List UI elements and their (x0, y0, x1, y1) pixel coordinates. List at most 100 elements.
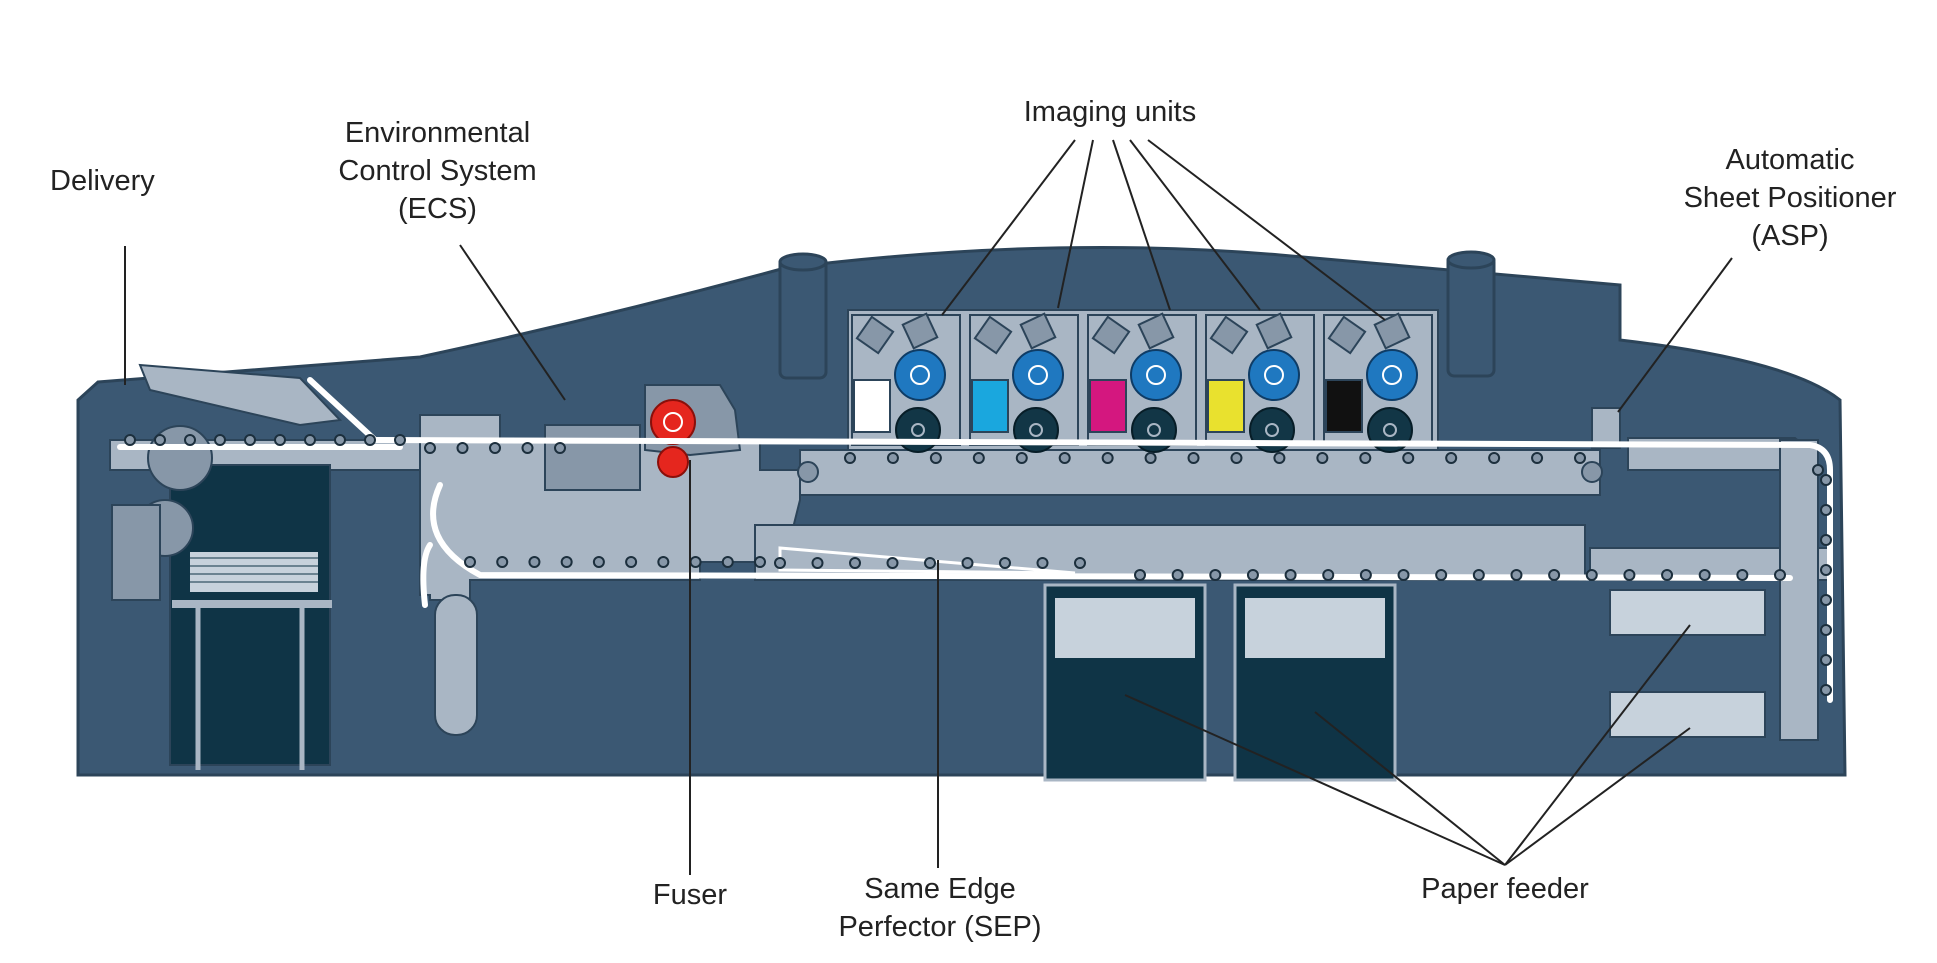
transport-roller (924, 557, 936, 569)
feeder-leader-1 (1124, 694, 1506, 866)
ecs-fuser-unit (419, 384, 801, 736)
label-asp-line-3: (ASP) (1751, 220, 1829, 252)
transport-roller (1820, 624, 1832, 636)
imaging-unit-bracket (855, 315, 895, 355)
imaging-leader-1 (941, 139, 1076, 316)
transport-roller (1574, 452, 1586, 464)
transport-roller (999, 557, 1011, 569)
transport-roller (1820, 594, 1832, 606)
transport-roller (1820, 564, 1832, 576)
toner-cartridge (971, 379, 1009, 433)
transport-roller (754, 556, 766, 568)
transport-roller (1058, 452, 1071, 464)
asp-leader (1617, 257, 1733, 413)
transport-roller (1134, 569, 1146, 581)
imaging-units (851, 312, 1433, 453)
transfer-roller-hub (1029, 423, 1043, 437)
imaging-unit-bracket (1255, 312, 1293, 350)
fuser-rollers (650, 399, 696, 478)
transport-roller (1036, 557, 1049, 569)
transport-roller (1209, 569, 1222, 581)
label-sep: Same Edge Perfector (SEP) (805, 870, 1075, 946)
transport-roller (1359, 452, 1372, 464)
label-sep-line-1: Same Edge (864, 873, 1016, 905)
transport-roller (521, 442, 534, 454)
transport-roller (184, 434, 196, 446)
imaging-unit-bracket (1019, 312, 1057, 350)
toner-cartridge (1089, 379, 1127, 433)
toner-cartridge (853, 379, 891, 433)
imaging-leader-5 (1147, 139, 1386, 321)
transport-roller (124, 434, 136, 446)
imaging-drum-hub (1028, 365, 1048, 385)
toner-cartridge (1325, 379, 1363, 433)
transport-roller (721, 556, 734, 568)
transport-roller (1402, 452, 1415, 464)
transport-roller (214, 434, 226, 446)
imaging-unit-bracket (1373, 312, 1411, 350)
label-fuser: Fuser (652, 879, 728, 911)
transport-roller (1812, 464, 1824, 476)
transport-roller (560, 556, 573, 568)
transport-roller (1820, 504, 1832, 516)
transport-roller (1435, 569, 1448, 581)
transport-roller (1101, 452, 1114, 464)
transport-roller (1273, 452, 1286, 464)
transport-roller (554, 442, 566, 454)
transport-roller (304, 434, 316, 446)
transport-roller (154, 434, 166, 446)
paper-path (117, 377, 1833, 703)
transport-roller (1585, 569, 1598, 581)
transport-roller (961, 557, 974, 569)
transport-roller (1445, 452, 1458, 464)
imaging-drum-hub (1382, 365, 1402, 385)
imaging-leader-3 (1112, 139, 1171, 311)
label-ecs-line-1: Environmental (344, 117, 531, 149)
label-asp-line-2: Sheet Positioner (1683, 182, 1897, 214)
transport-roller (811, 557, 824, 569)
transport-roller (456, 442, 469, 454)
transport-roller (844, 452, 856, 464)
transport-roller (1284, 569, 1297, 581)
transfer-roller-hub (1265, 423, 1279, 437)
imaging-drum (1366, 349, 1418, 401)
label-asp: Automatic Sheet Positioner (ASP) (1660, 141, 1920, 255)
transport-roller (528, 556, 541, 568)
imaging-drum (894, 349, 946, 401)
feeder-leader-3 (1504, 624, 1691, 866)
transport-roller (464, 556, 476, 568)
feeder-leader-4 (1504, 727, 1691, 866)
transport-roller (972, 452, 985, 464)
transfer-roller-hub (1147, 423, 1161, 437)
transport-roller (849, 557, 861, 569)
label-ecs-line-2: Control System (338, 155, 537, 187)
transport-roller (1820, 684, 1832, 696)
transport-roller (1488, 452, 1501, 464)
transport-roller (886, 557, 899, 569)
transfer-roller-hub (911, 423, 925, 437)
imaging-drum (1012, 349, 1064, 401)
transport-roller (1820, 474, 1832, 486)
transport-roller (625, 556, 638, 568)
transport-roller (1774, 569, 1786, 581)
transport-roller (496, 556, 509, 568)
transport-roller (1144, 452, 1157, 464)
transport-roller (592, 556, 605, 568)
transport-roller (1230, 452, 1243, 464)
imaging-unit-bracket (1209, 315, 1249, 355)
transport-roller (364, 434, 376, 446)
toner-cartridge (1207, 379, 1245, 433)
transport-roller (657, 556, 670, 568)
transport-roller (1316, 452, 1329, 464)
transport-roller (244, 434, 256, 446)
transport-roller (1015, 452, 1028, 464)
transport-roller (1510, 569, 1523, 581)
transfer-roller (895, 407, 941, 453)
transport-roller (274, 434, 286, 446)
imaging-unit-bracket (901, 312, 939, 350)
transport-roller (1736, 569, 1749, 581)
imaging-leader-2 (1057, 139, 1094, 309)
transport-roller (1397, 569, 1410, 581)
transport-roller (1548, 569, 1561, 581)
label-ecs-line-3: (ECS) (398, 193, 477, 225)
